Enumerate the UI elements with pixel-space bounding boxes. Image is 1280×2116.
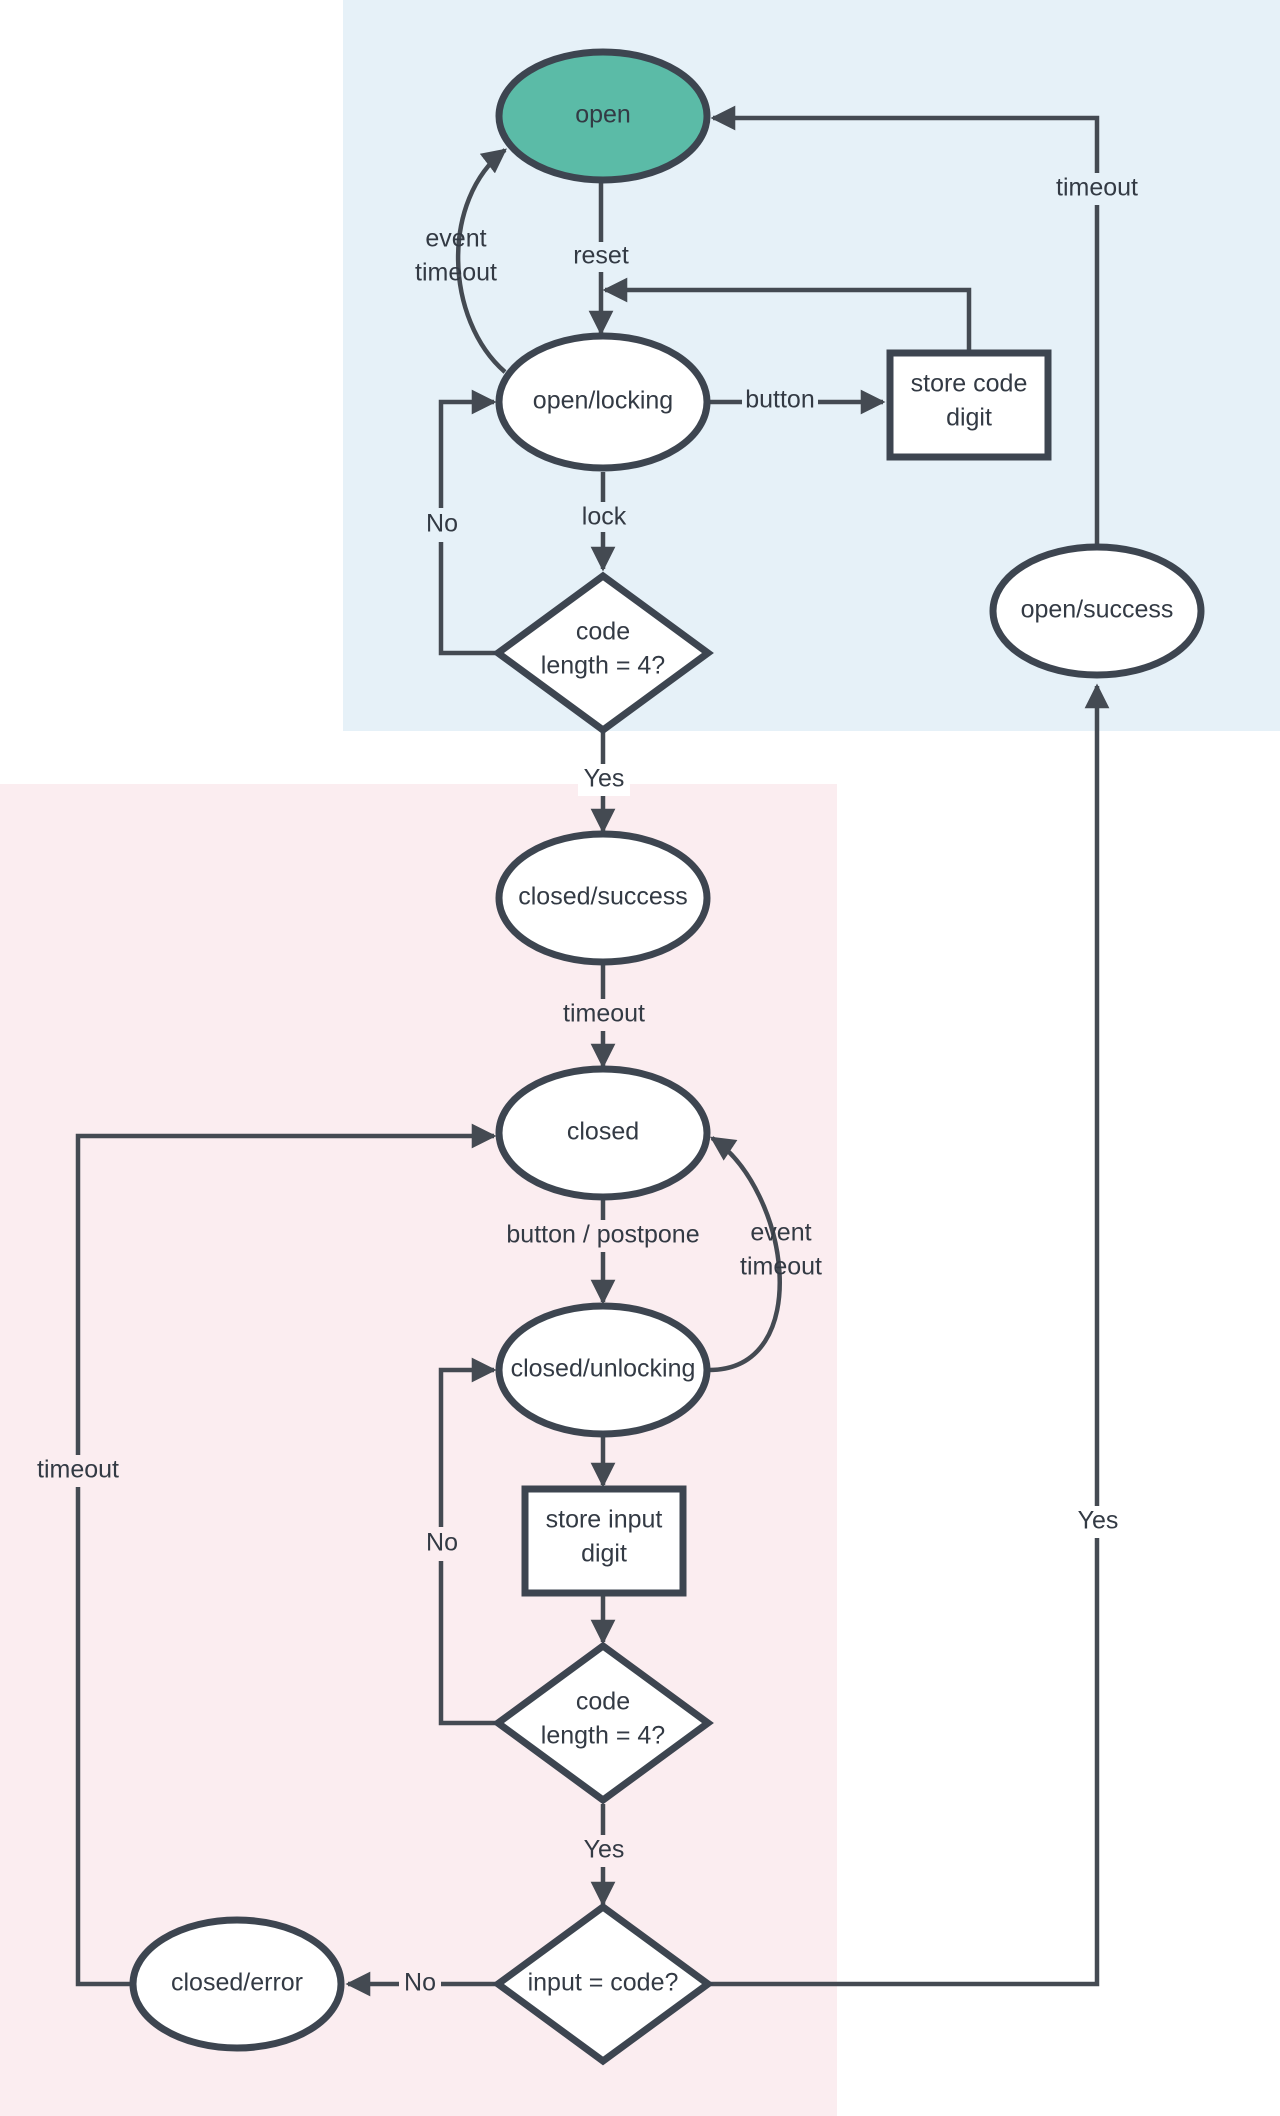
svg-text:digit: digit [946, 404, 992, 432]
svg-text:length = 4?: length = 4? [541, 1722, 665, 1750]
svg-text:No: No [426, 510, 458, 538]
label-event-timeout-open: event timeout [415, 225, 497, 287]
edge-event-timeout-closed [708, 1136, 782, 1373]
edge-timeout-open-success [710, 105, 1100, 546]
node-closed-success: closed/success [495, 830, 711, 966]
svg-text:No: No [426, 1529, 458, 1557]
edge-timeout-error [75, 1123, 497, 1987]
label-no-open: No [421, 508, 463, 542]
svg-text:store input: store input [546, 1506, 663, 1534]
node-store-code-digit: store code digit [886, 349, 1052, 461]
node-closed-code-length: code length = 4? [492, 1641, 714, 1805]
node-closed: closed [495, 1065, 711, 1201]
label-button-postpone: button / postpone [498, 1220, 708, 1252]
svg-text:Yes: Yes [584, 765, 625, 793]
label-reset: reset [566, 242, 636, 272]
node-open-code-length: code length = 4? [492, 571, 714, 735]
node-open: open [495, 48, 711, 184]
svg-text:code: code [576, 618, 630, 646]
svg-text:closed/success: closed/success [518, 883, 688, 911]
svg-text:input = code?: input = code? [528, 1969, 679, 1997]
svg-text:button: button [745, 386, 815, 414]
svg-text:open: open [575, 101, 631, 129]
node-closed-error: closed/error [129, 1916, 345, 2052]
svg-text:lock: lock [582, 503, 627, 531]
svg-text:code: code [576, 1688, 630, 1716]
edge-event-timeout-open [455, 148, 507, 374]
svg-text:length = 4?: length = 4? [541, 652, 665, 680]
label-timeout-closed-success: timeout [556, 999, 650, 1031]
label-no-closed: No [421, 1527, 463, 1561]
svg-text:open/locking: open/locking [533, 387, 673, 415]
svg-text:reset: reset [573, 242, 629, 270]
label-yes-open: Yes [578, 764, 630, 796]
label-timeout-open-success: timeout [1050, 173, 1144, 205]
svg-text:timeout: timeout [740, 1253, 822, 1281]
svg-text:timeout: timeout [37, 1456, 119, 1484]
svg-text:timeout: timeout [415, 259, 497, 287]
edge-yes-input [708, 683, 1110, 1987]
svg-text:closed/unlocking: closed/unlocking [511, 1355, 696, 1383]
label-yes-input: Yes [1071, 1506, 1125, 1538]
label-event-timeout-closed: event timeout [740, 1219, 822, 1281]
svg-text:closed/error: closed/error [171, 1969, 303, 1997]
node-closed-unlocking: closed/unlocking [495, 1302, 711, 1438]
node-open-success: open/success [989, 543, 1205, 679]
svg-text:event: event [750, 1219, 811, 1247]
label-button: button [742, 386, 818, 416]
svg-text:timeout: timeout [1056, 174, 1138, 202]
closed-region [0, 784, 837, 2116]
svg-text:digit: digit [581, 1540, 627, 1568]
node-input-equals-code: input = code? [492, 1902, 714, 2066]
label-no-input: No [399, 1968, 441, 2000]
svg-text:Yes: Yes [584, 1836, 625, 1864]
svg-text:button / postpone: button / postpone [506, 1221, 699, 1249]
svg-text:closed: closed [567, 1118, 639, 1146]
svg-text:timeout: timeout [563, 1000, 645, 1028]
svg-text:store code: store code [911, 370, 1028, 398]
edge-store-code-return [602, 277, 972, 352]
label-yes-closed: Yes [578, 1835, 630, 1867]
svg-text:No: No [404, 1969, 436, 1997]
svg-text:open/success: open/success [1021, 596, 1174, 624]
label-lock: lock [576, 502, 632, 532]
label-timeout-error: timeout [30, 1455, 126, 1487]
node-open-locking: open/locking [495, 332, 711, 472]
node-store-input-digit: store input digit [521, 1485, 687, 1597]
svg-text:event: event [425, 225, 486, 253]
svg-text:Yes: Yes [1078, 1507, 1119, 1535]
